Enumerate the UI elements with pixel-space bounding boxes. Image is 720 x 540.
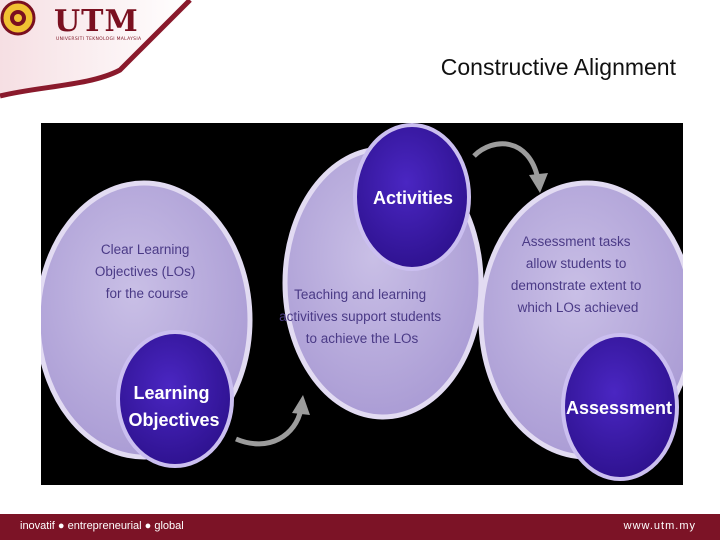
learning-objectives-small-circle — [116, 330, 234, 468]
activities-label: Activities — [373, 188, 453, 208]
assessment-desc-line: allow students to — [526, 256, 627, 271]
activities-desc-line: Teaching and learning — [294, 287, 426, 302]
activities-desc-line: to achieve the LOs — [306, 331, 419, 346]
activities-small-circle — [353, 123, 471, 271]
objectives-desc-line: for the course — [106, 286, 189, 301]
objectives-description: Clear Learning Objectives (LOs) for the … — [95, 242, 199, 301]
utm-emblem-icon — [0, 0, 36, 36]
objectives-desc-line: Clear Learning — [101, 242, 190, 257]
objectives-desc-line: Objectives (LOs) — [95, 264, 196, 279]
learning-objectives-label-line: Learning — [133, 383, 209, 403]
header-logo-area: UTM UNIVERSITI TEKNOLOGI MALAYSIA — [0, 0, 200, 100]
learning-objectives-label: Learning Objectives — [128, 383, 219, 430]
assessment-small-circle — [561, 333, 679, 481]
footer-url: www.utm.my — [623, 520, 696, 532]
assessment-desc-line: which LOs achieved — [517, 300, 639, 315]
activities-desc-line: activitives support students — [279, 309, 441, 324]
arrow-activities-to-assessment-icon — [472, 141, 548, 193]
logo-band-shape — [0, 0, 192, 99]
activities-description: Teaching and learning activitives suppor… — [279, 287, 445, 346]
assessment-description: Assessment tasks allow students to demon… — [511, 234, 645, 315]
footer-tagline: inovatif ● entrepreneurial ● global — [20, 520, 184, 532]
assessment-desc-line: demonstrate extent to — [511, 278, 642, 293]
assessment-desc-line: Assessment tasks — [522, 234, 631, 249]
slide-title: Constructive Alignment — [440, 54, 676, 80]
learning-objectives-label-line: Objectives — [128, 410, 219, 430]
assessment-label: Assessment — [566, 398, 672, 418]
logo-wordmark: UTM — [54, 4, 139, 39]
logo-tagline: UNIVERSITI TEKNOLOGI MALAYSIA — [56, 37, 142, 42]
constructive-alignment-diagram: Clear Learning Objectives (LOs) for the … — [41, 123, 683, 485]
footer-bar: inovatif ● entrepreneurial ● global www.… — [0, 514, 720, 540]
arrow-objectives-to-activities-icon — [235, 395, 310, 447]
